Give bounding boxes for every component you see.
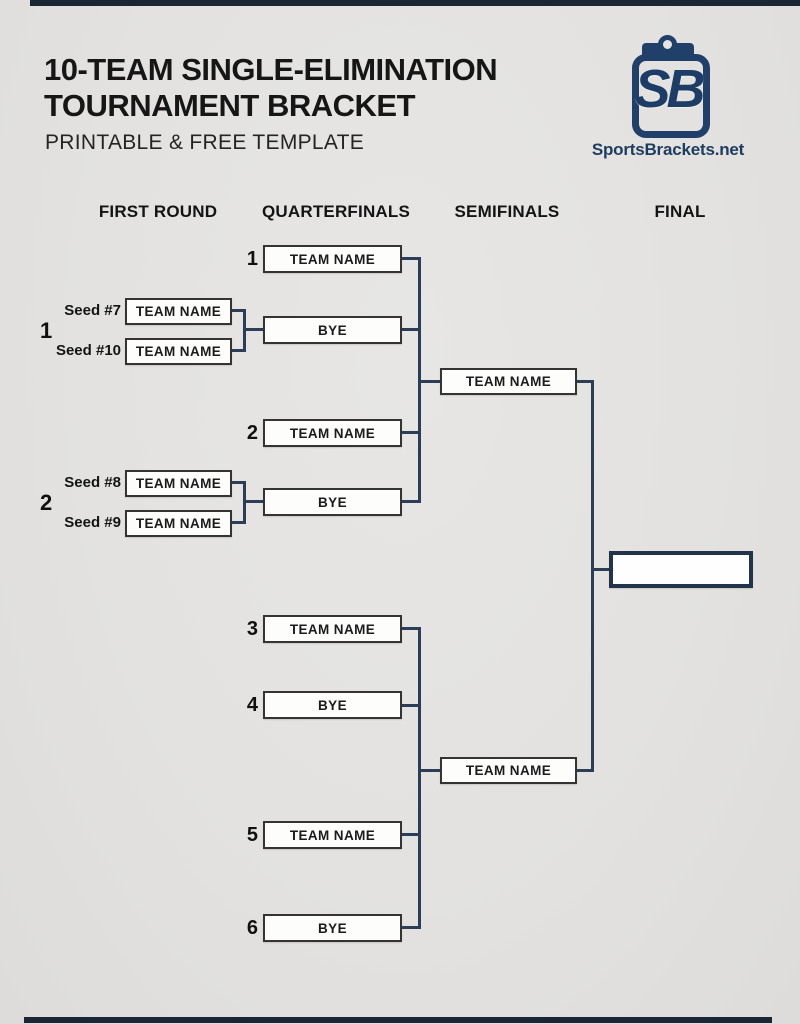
column-header-quarterfinals: QUARTERFINALS	[261, 202, 411, 221]
sportsbrackets-logo: SB SportsBrackets.net	[585, 35, 751, 160]
bracket-connector	[246, 500, 263, 503]
bracket-connector	[402, 431, 418, 434]
top-edge-bar	[30, 0, 800, 6]
quarterfinal-slot-5-number: 5	[246, 824, 258, 846]
page-title: 10-TEAM SINGLE-ELIMINATION TOURNAMENT BR…	[44, 52, 498, 124]
bottom-edge-bar	[24, 1017, 772, 1023]
bracket-connector	[402, 328, 418, 331]
bracket-connector	[402, 257, 418, 260]
bracket-connector	[402, 833, 418, 836]
quarterfinal-slot-6-number: 6	[246, 917, 258, 939]
quarterfinal-slot-1-box: TEAM NAME	[263, 245, 402, 273]
quarterfinal-slot-1-number: 1	[246, 248, 258, 270]
semifinal-1-box: TEAM NAME	[440, 368, 577, 395]
seed-label-9: Seed #9	[64, 514, 121, 531]
bracket-connector	[246, 328, 263, 331]
page-title-line-2: TOURNAMENT BRACKET	[44, 88, 416, 123]
bracket-connector	[418, 627, 421, 929]
bracket-connector	[418, 769, 440, 772]
logo-site-name: SportsBrackets.net	[591, 140, 745, 159]
column-header-first-round: FIRST ROUND	[98, 202, 218, 221]
quarterfinal-slot-5-box: TEAM NAME	[263, 821, 402, 849]
clipboard-knob	[658, 35, 677, 54]
final-winner-box	[609, 551, 753, 588]
quarterfinal-slot-6-box: BYE	[263, 914, 402, 942]
first-round-match-2-number: 2	[40, 490, 53, 515]
bracket-connector	[232, 481, 246, 484]
page-title-line-1: 10-TEAM SINGLE-ELIMINATION	[44, 52, 498, 87]
column-header-semifinals: SEMIFINALS	[454, 202, 560, 221]
seed-label-7: Seed #7	[64, 302, 121, 319]
seed-label-8: Seed #8	[64, 474, 121, 491]
quarterfinal-bye-1-box: BYE	[263, 316, 402, 344]
bracket-connector	[591, 568, 609, 571]
bracket-connector	[243, 481, 246, 524]
clipboard-icon: SB	[625, 35, 711, 138]
page-subtitle: PRINTABLE & FREE TEMPLATE	[45, 131, 365, 154]
first-round-match-1-bottom-team-box: TEAM NAME	[125, 338, 232, 365]
quarterfinal-slot-4-box: BYE	[263, 691, 402, 719]
quarterfinal-slot-2-box: TEAM NAME	[263, 419, 402, 447]
first-round-match-2-top-team-box: TEAM NAME	[125, 470, 232, 497]
column-header-final: FINAL	[654, 202, 706, 221]
first-round-match-2-bottom-team-box: TEAM NAME	[125, 510, 232, 537]
logo-monogram: SB	[634, 59, 705, 119]
quarterfinal-slot-3-box: TEAM NAME	[263, 615, 402, 643]
bracket-connector	[402, 704, 418, 707]
bracket-connector	[577, 380, 591, 383]
bracket-connector	[402, 627, 418, 630]
quarterfinal-slot-3-number: 3	[246, 618, 258, 640]
bracket-connector	[591, 380, 594, 772]
bracket-connector	[402, 500, 418, 503]
semifinal-2-box: TEAM NAME	[440, 757, 577, 784]
seed-label-10: Seed #10	[55, 342, 121, 359]
first-round-match-1-top-team-box: TEAM NAME	[125, 298, 232, 325]
quarterfinal-slot-2-number: 2	[246, 422, 258, 444]
bracket-connector	[402, 926, 418, 929]
first-round-match-1-number: 1	[40, 318, 53, 343]
bracket-connector	[232, 521, 246, 524]
bracket-connector	[232, 349, 246, 352]
bracket-connector	[232, 309, 246, 312]
quarterfinal-bye-2-box: BYE	[263, 488, 402, 516]
bracket-connector	[577, 769, 591, 772]
quarterfinal-slot-4-number: 4	[246, 694, 258, 716]
bracket-connector	[418, 380, 440, 383]
bracket-connector	[243, 309, 246, 352]
